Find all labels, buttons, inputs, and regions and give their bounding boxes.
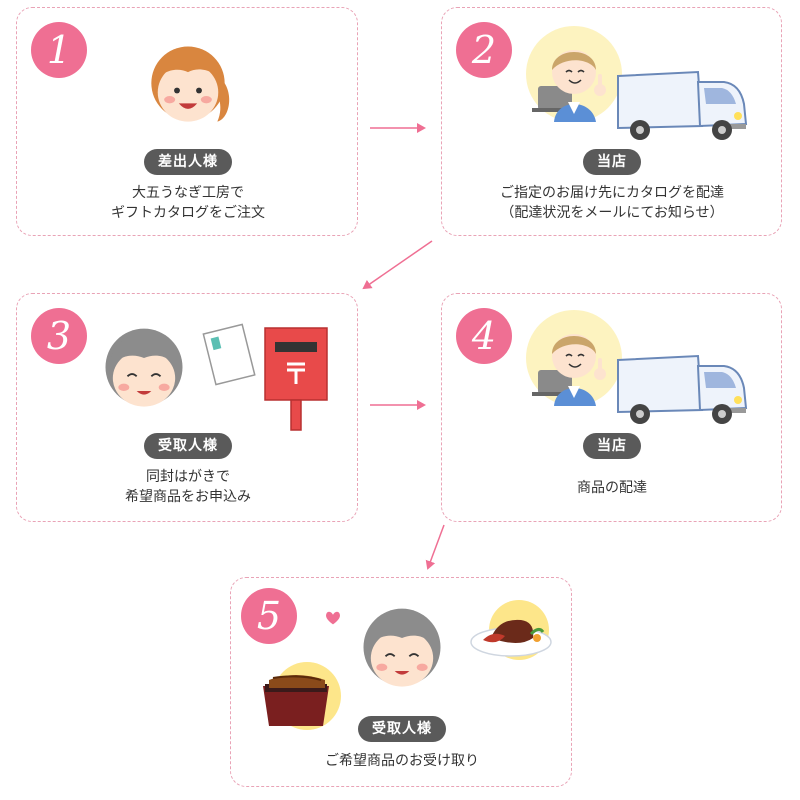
elderly-woman-icon [363,608,441,687]
postbox-icon [264,327,328,431]
description-line: 希望商品をお申込み [125,489,251,505]
description-line: 商品の配達 [577,480,647,496]
description-line: 大五うなぎ工房で [132,185,244,201]
step-number: 5 [241,588,297,644]
unagi-box-icon [263,662,341,730]
role-badge: 当店 [583,433,641,459]
step-3-card: 3 受取人様 同封はがきで 希望商品をお申込み [16,293,358,522]
step-description: 商品の配達 [577,478,647,498]
delivery-truck-icon [617,354,748,424]
elderly-woman-icon [105,328,183,407]
description-line: （配達状況をメールにてお知らせ） [500,205,724,221]
shop-staff-icon [526,26,622,122]
role-badge: 受取人様 [358,716,446,742]
delivery-truck-icon [617,70,748,140]
description-line: ご希望商品のお受け取り [325,753,479,769]
postcard-icon [202,323,256,386]
step-description: 同封はがきで 希望商品をお申込み [125,467,251,507]
step-number: 4 [456,308,512,364]
heart-icon [326,611,340,625]
description-line: 同封はがきで [146,469,230,485]
step-1-card: 1 差出人様 大五うなぎ工房で ギフトカタログをご注文 [16,7,358,236]
step-number: 1 [31,22,87,78]
step-number: 2 [456,22,512,78]
step-4-card: 4 当店 商品の配達 [441,293,782,522]
role-badge: 差出人様 [144,149,232,175]
role-badge: 受取人様 [144,433,232,459]
woman-icon [151,46,230,122]
steak-plate-icon [470,600,552,660]
step-5-card: 5 受取人様 ご希望商品のお受け取り [230,577,572,787]
step-2-card: 2 当店 ご指定のお届け先にカタログを配達 （配達状況をメールにてお知らせ） [441,7,782,236]
arrow-2-to-3 [362,240,433,290]
shop-staff-icon [526,310,622,406]
step-description: ご希望商品のお受け取り [325,751,479,771]
step-description: ご指定のお届け先にカタログを配達 （配達状況をメールにてお知らせ） [500,183,724,223]
step-number: 3 [31,308,87,364]
arrow-4-to-5 [425,524,445,570]
step-description: 大五うなぎ工房で ギフトカタログをご注文 [111,183,265,223]
role-badge: 当店 [583,149,641,175]
description-line: ご指定のお届け先にカタログを配達 [500,185,724,201]
description-line: ギフトカタログをご注文 [111,205,265,221]
